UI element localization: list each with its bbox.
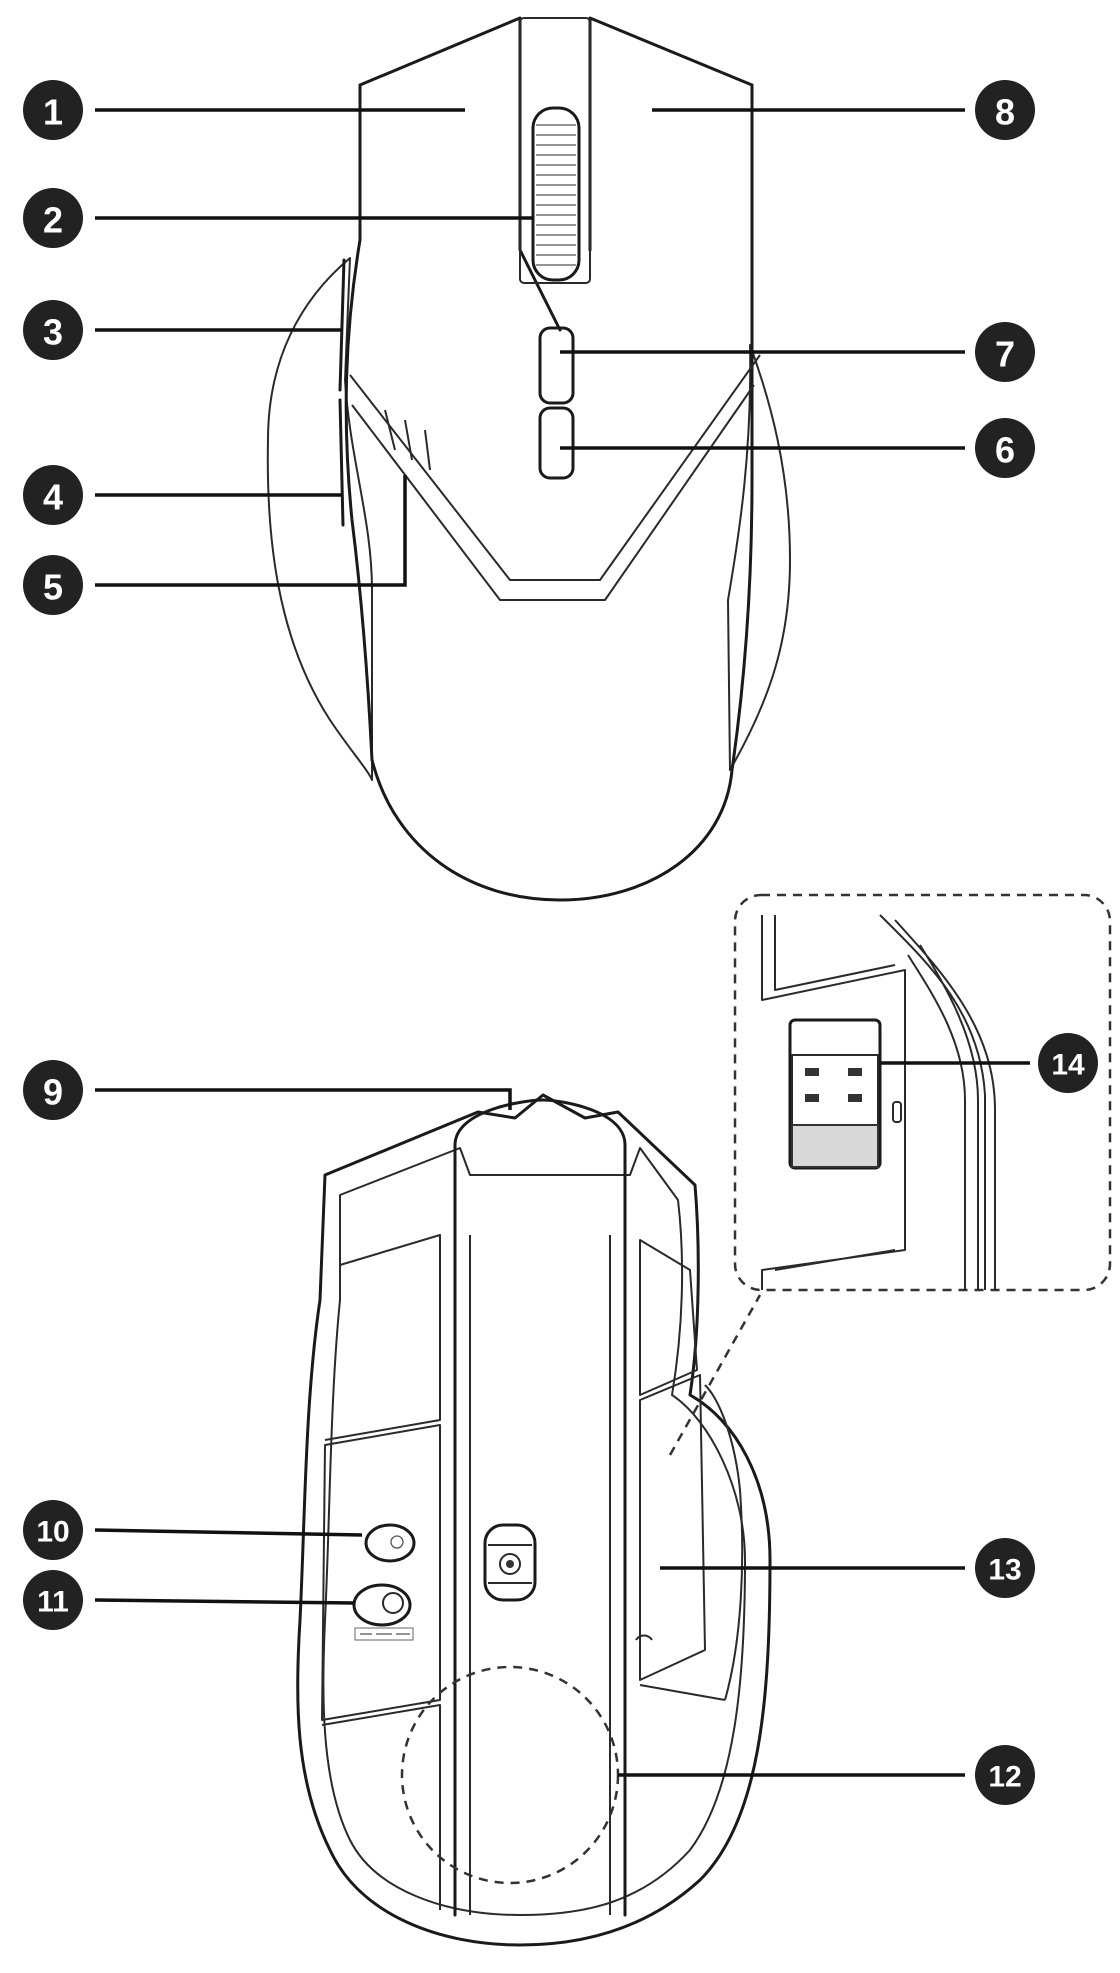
mode-switch-knob [382,1592,404,1614]
dpi-up-button [538,326,575,405]
left-feet-panel [324,1234,441,1441]
callout-10: 10 [23,1500,83,1560]
right-button [588,16,754,252]
scroll-wheel [531,106,581,282]
palm-panel [349,354,761,581]
mouse-bottom-view [296,1093,772,1947]
inset-body-lines [761,914,996,1290]
right-edge-contour [704,1384,744,1701]
lower-right-panel [639,1684,726,1701]
callout-9: 9 [23,1060,83,1120]
inset-frame [733,893,1112,1292]
right-panel-mark [635,1634,653,1641]
callout-2: 2 [23,188,83,248]
callout-5-label: 5 [43,567,63,608]
callout-11: 11 [23,1570,83,1630]
right-feet-panel [639,1239,698,1396]
scroll-wheel-ridges [536,124,576,266]
callout-1: 1 [23,80,83,140]
optical-sensor-window [483,1523,537,1602]
callout-13: 13 [975,1538,1035,1598]
callout-10-label: 10 [36,1516,69,1549]
callout-1-label: 1 [43,92,63,133]
usb-receiver-connector [791,1054,879,1126]
callout-2-label: 2 [43,200,63,241]
receiver-storage-inset [733,893,1112,1292]
callout-6: 6 [975,418,1035,478]
callout-4: 4 [23,465,83,525]
leader-lines [94,108,1030,1777]
callout-14: 14 [1038,1033,1098,1093]
zoom-connector [668,1294,762,1456]
mouse-top-view [266,16,791,902]
callout-4-label: 4 [43,477,63,518]
top-cover [453,1098,627,1217]
callout-14-label: 14 [1051,1049,1085,1082]
inset-latch [892,1101,902,1123]
callout-9-label: 9 [43,1072,63,1113]
callout-13-label: 13 [988,1554,1021,1587]
side-grooves [384,409,431,471]
callout-7: 7 [975,322,1035,382]
callout-12: 12 [975,1745,1035,1805]
power-switch [364,1523,416,1563]
usb-contacts [805,1068,862,1102]
callout-3: 3 [23,300,83,360]
callout-8: 8 [975,80,1035,140]
wireless-charging-area [400,1665,620,1885]
dpi-down-button [538,406,575,480]
forward-side-button [338,258,346,392]
optical-sensor-core [506,1560,514,1568]
callout-11-label: 11 [37,1586,69,1619]
mode-switch [352,1583,412,1627]
callout-12-label: 12 [988,1761,1021,1794]
optical-sensor-inner [488,1544,532,1584]
power-switch-dot [390,1535,404,1549]
left-hatched-panel [321,1424,441,1721]
bottom-body-outline [296,1093,772,1947]
center-spine [453,1213,627,1917]
mouse-body-outline [344,83,754,902]
back-side-button [338,398,345,527]
palm-panel-inner [351,384,755,601]
lower-left-panel [321,1704,441,1910]
callout-3-label: 3 [43,312,63,353]
left-side-grip [266,257,373,781]
callout-5: 5 [23,555,83,615]
bottom-inner-outline [322,1147,746,1916]
scroll-slot [519,17,591,284]
right-hatched-panel [639,1374,706,1681]
usb-receiver-body [791,1124,879,1168]
optical-sensor-lens [499,1553,521,1575]
center-spine-inner [469,1235,611,1915]
callout-7-label: 7 [995,334,1015,375]
callout-6-label: 6 [995,430,1015,471]
callout-8-label: 8 [995,92,1015,133]
